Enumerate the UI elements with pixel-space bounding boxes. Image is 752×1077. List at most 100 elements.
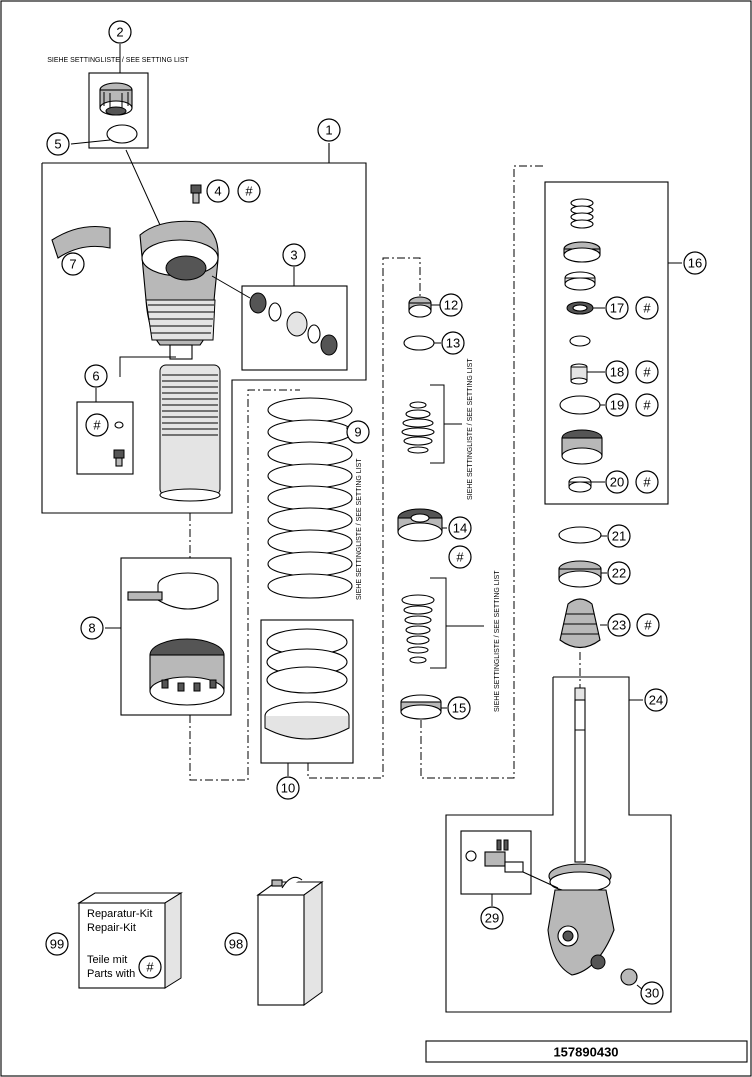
svg-text:17: 17 [610, 301, 624, 316]
coil-spring-part-9 [267, 397, 353, 599]
svg-text:22: 22 [612, 566, 626, 581]
oil-can-part-98 [256, 876, 324, 1006]
o-ring-part-5 [106, 124, 138, 144]
adjuster-part-29 [465, 839, 524, 873]
leader-6-top [119, 356, 176, 377]
callout-10: 10 [276, 776, 300, 800]
drawing-number: 157890430 [553, 1045, 618, 1060]
box-part-16 [544, 181, 669, 505]
callout-6-hash: # [85, 413, 109, 437]
eye-clevis-part-24 [547, 863, 615, 976]
callout-17-hash: # [635, 296, 659, 320]
callout-99-hash: # [138, 955, 162, 979]
setting-note-lower-stack: SIEHE SETTINGLISTE / SEE SETTING LIST [494, 570, 501, 712]
svg-text:16: 16 [688, 256, 702, 271]
box-part-24 [445, 677, 672, 1013]
repair-kit-line-2: Repair-Kit [87, 922, 136, 934]
repair-kit-line-1: Reparatur-Kit [87, 908, 152, 920]
box-part-3 [241, 285, 348, 371]
clamp-ring-part-8 [127, 572, 219, 610]
svg-text:99: 99 [50, 937, 64, 952]
o-ring-part-19 [559, 395, 601, 415]
washer-part-13 [403, 335, 435, 351]
callout-18-hash: # [635, 360, 659, 384]
callout-6: 6 [84, 364, 108, 388]
svg-text:#: # [644, 618, 652, 633]
callout-23-hash: # [636, 613, 660, 637]
svg-text:14: 14 [453, 521, 467, 536]
spring-seat-part-10 [264, 628, 350, 740]
svg-text:4: 4 [214, 184, 221, 199]
bump-rubber-part-23 [559, 598, 601, 649]
callout-12: 12 [439, 293, 463, 317]
cover-part-7 [51, 225, 111, 259]
bearing-set-part-3 [249, 292, 338, 356]
svg-text:29: 29 [485, 911, 499, 926]
seat-part-16 [564, 271, 596, 291]
callout-8: 8 [80, 616, 104, 640]
callout-20-hash: # [635, 470, 659, 494]
svg-text:#: # [456, 550, 464, 565]
svg-text:24: 24 [649, 693, 663, 708]
svg-text:#: # [93, 418, 101, 433]
svg-text:20: 20 [610, 475, 624, 490]
callout-19-hash: # [635, 393, 659, 417]
box-part-1 [41, 162, 367, 514]
svg-text:3: 3 [290, 248, 297, 263]
svg-text:8: 8 [88, 621, 95, 636]
svg-text:#: # [643, 475, 651, 490]
stop-part-22 [558, 560, 602, 588]
washer-part-6 [114, 421, 124, 429]
callout-21: 21 [607, 524, 631, 548]
callout-19: 19 [605, 393, 629, 417]
svg-text:7: 7 [69, 257, 76, 272]
callout-15: 15 [447, 696, 471, 720]
repair-kit-box: Reparatur-Kit Repair-Kit Teile mit Parts… [77, 892, 183, 989]
upper-shim-stack [401, 401, 435, 454]
box-part-10 [260, 619, 354, 764]
bleed-screw-part-4 [190, 184, 202, 204]
lower-shim-stack [401, 594, 435, 664]
repair-kit-line-3: Teile mit [87, 954, 127, 966]
washer-part-15 [400, 694, 442, 720]
callout-98: 98 [224, 932, 248, 956]
setting-note-9: SIEHE SETTINGLISTE / SEE SETTING LIST [356, 458, 363, 600]
callout-20: 20 [605, 470, 629, 494]
svg-text:5: 5 [54, 137, 61, 152]
callout-13: 13 [441, 331, 465, 355]
svg-text:1: 1 [325, 123, 332, 138]
svg-text:23: 23 [612, 618, 626, 633]
svg-text:6: 6 [92, 369, 99, 384]
callout-99: 99 [45, 932, 69, 956]
bushing-part-18 [570, 363, 588, 385]
adjuster-cap-part [99, 82, 133, 116]
leader-3-axis [211, 275, 251, 299]
damper-head-body [125, 149, 219, 360]
callout-24: 24 [644, 688, 668, 712]
setting-note-top: SIEHE SETTINGLISTE / SEE SETTING LIST [47, 57, 189, 64]
callout-14: 14 [448, 516, 472, 540]
svg-text:#: # [643, 301, 651, 316]
leader-5 [70, 139, 111, 145]
axis-10-12 [307, 257, 421, 779]
callout-29: 29 [480, 906, 504, 930]
callout-17: 17 [605, 296, 629, 320]
bushing-part-30 [590, 954, 638, 986]
repair-kit-line-4: Parts with [87, 968, 135, 980]
callout-5: 5 [46, 132, 70, 156]
svg-text:18: 18 [610, 365, 624, 380]
spring-retainer-part-16 [563, 241, 601, 263]
callout-1: 1 [317, 118, 341, 142]
piston-rod-part-24 [574, 687, 586, 863]
valve-part-6 [113, 449, 125, 467]
valve-spring-part-16 [570, 198, 594, 229]
damper-cylinder [159, 364, 221, 502]
callout-22: 22 [607, 561, 631, 585]
callout-3: 3 [282, 243, 306, 267]
spring-nut-part-8 [149, 638, 225, 706]
svg-text:#: # [146, 960, 154, 975]
svg-text:98: 98 [229, 937, 243, 952]
axis-8-9 [189, 389, 300, 781]
